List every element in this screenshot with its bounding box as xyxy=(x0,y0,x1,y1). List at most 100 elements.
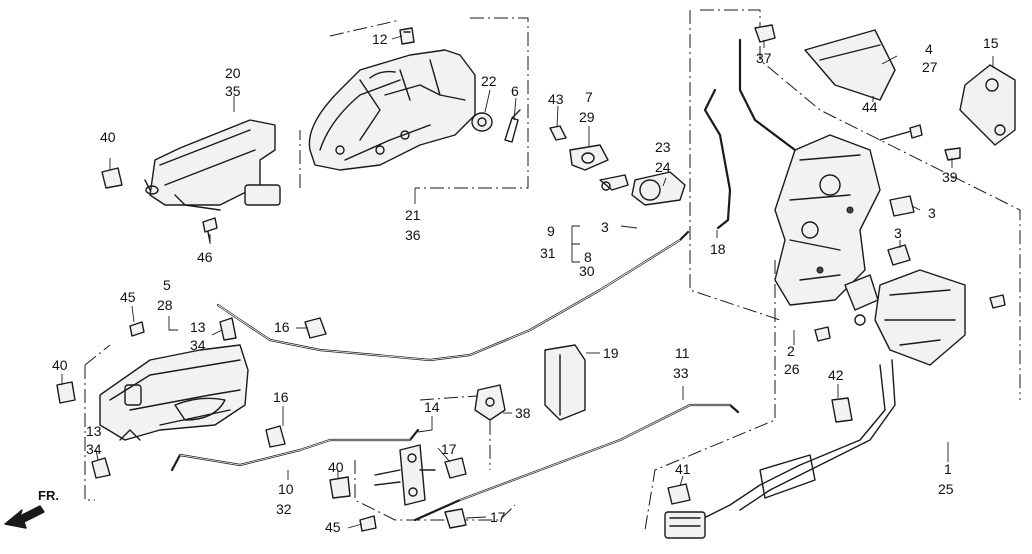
callout-45-upper: 45 xyxy=(120,289,136,305)
callout-40-lower: 40 xyxy=(328,459,344,475)
callout-35: 35 xyxy=(225,83,241,99)
callout-17-lower: 17 xyxy=(490,509,506,525)
callout-22: 22 xyxy=(481,73,497,89)
screw-43-part xyxy=(549,125,567,141)
callout-46: 46 xyxy=(197,249,213,265)
callout-numbers: 12 20 35 22 6 43 7 29 37 4 27 15 44 40 2… xyxy=(52,31,999,535)
wiring-harness-part xyxy=(664,359,896,539)
clip-13-lower-part xyxy=(91,457,111,479)
callout-12: 12 xyxy=(372,31,388,47)
callout-8: 8 xyxy=(584,249,592,265)
callout-13-lower: 13 xyxy=(86,423,102,439)
group-outline-latch-assembly xyxy=(644,9,1021,531)
callout-2: 2 xyxy=(787,343,795,359)
clip-40-left-part xyxy=(56,381,76,404)
door-striker-part xyxy=(959,64,1016,146)
callout-32: 32 xyxy=(276,501,292,517)
screw-45-lower-part xyxy=(359,515,377,532)
rod-11-33-part xyxy=(413,403,740,522)
leader-lines xyxy=(61,35,994,529)
screw-latch-part xyxy=(814,294,1006,342)
screw-39-part xyxy=(944,147,961,161)
callout-7: 7 xyxy=(585,89,593,105)
callout-24: 24 xyxy=(655,159,671,175)
callout-27: 27 xyxy=(922,59,938,75)
rod-18-part xyxy=(703,38,797,230)
callout-29: 29 xyxy=(579,109,595,125)
door-latch-assembly-part xyxy=(774,134,881,306)
callout-16-lower: 16 xyxy=(273,389,289,405)
callout-41: 41 xyxy=(675,461,691,477)
callout-10: 10 xyxy=(278,481,294,497)
callout-26: 26 xyxy=(784,361,800,377)
callout-28: 28 xyxy=(157,297,173,313)
callout-33: 33 xyxy=(673,365,689,381)
group-outline-inner-handle xyxy=(84,344,111,501)
callout-40-upper: 40 xyxy=(100,129,116,145)
callout-25: 25 xyxy=(938,481,954,497)
outer-door-handle-part xyxy=(308,49,476,171)
callout-11: 11 xyxy=(675,345,690,361)
clip-41-part xyxy=(667,483,691,505)
callout-30: 30 xyxy=(579,263,595,279)
bracket-14-part xyxy=(374,444,436,506)
group-outline-lower-clips xyxy=(354,394,516,521)
callout-13-upper: 13 xyxy=(190,319,206,335)
callout-42: 42 xyxy=(828,367,844,383)
callout-17-upper: 17 xyxy=(441,441,457,457)
lock-gasket-part xyxy=(569,144,609,171)
clip-17-lower-part xyxy=(444,508,467,529)
callout-3-right: 3 xyxy=(928,205,936,221)
callout-36: 36 xyxy=(405,227,421,243)
bolt-37-part xyxy=(754,24,776,43)
callout-37: 37 xyxy=(756,50,772,66)
rod-10-32-part xyxy=(170,428,420,472)
screw-45-upper-part xyxy=(129,321,145,337)
callout-3-mid: 3 xyxy=(894,225,902,241)
rod-8-30-part xyxy=(216,230,690,362)
callout-3-left: 3 xyxy=(601,219,609,235)
callout-39: 39 xyxy=(942,169,958,185)
clip-16-upper-part xyxy=(304,317,327,339)
clip-40-lower-part xyxy=(329,476,351,499)
lock-cylinder-part xyxy=(599,171,686,206)
clip-16-lower-part xyxy=(265,425,286,448)
screw-12-part xyxy=(399,27,415,45)
callout-34-lower: 34 xyxy=(86,441,102,457)
front-direction-arrow: FR. xyxy=(4,488,59,529)
callout-19: 19 xyxy=(603,345,619,361)
clip-17-upper-part xyxy=(444,457,467,479)
clip-6-part xyxy=(504,109,521,143)
callout-5: 5 xyxy=(163,277,171,293)
callout-4: 4 xyxy=(925,41,933,57)
callout-18: 18 xyxy=(710,241,726,257)
callout-15: 15 xyxy=(983,35,999,51)
connector-42-part xyxy=(831,397,853,423)
callout-16-upper: 16 xyxy=(274,319,290,335)
callout-45-lower: 45 xyxy=(325,519,341,535)
callout-40-left: 40 xyxy=(52,357,68,373)
callout-34-upper: 34 xyxy=(190,337,206,353)
callout-23: 23 xyxy=(655,139,671,155)
callout-14: 14 xyxy=(424,399,440,415)
bolt-44-part xyxy=(879,124,923,141)
front-direction-label: FR. xyxy=(38,488,59,503)
callout-44: 44 xyxy=(862,99,878,115)
clip-13-upper-part xyxy=(219,317,237,341)
callout-6: 6 xyxy=(511,83,519,99)
clip-3-latch-part xyxy=(887,195,915,266)
callout-9: 9 xyxy=(547,223,555,239)
callout-31: 31 xyxy=(540,245,556,261)
callout-20: 20 xyxy=(225,65,241,81)
latch-cover-part xyxy=(804,29,896,101)
group-outline-outer-handle xyxy=(299,17,529,189)
callout-43: 43 xyxy=(548,91,564,107)
callout-21: 21 xyxy=(405,207,421,223)
inner-door-handle-part xyxy=(99,344,249,441)
callout-38: 38 xyxy=(515,405,531,421)
clip-40-upper-part xyxy=(101,167,123,189)
grommet-22-part xyxy=(471,112,493,132)
rod-cover-part xyxy=(144,119,281,211)
callout-1: 1 xyxy=(944,461,952,477)
